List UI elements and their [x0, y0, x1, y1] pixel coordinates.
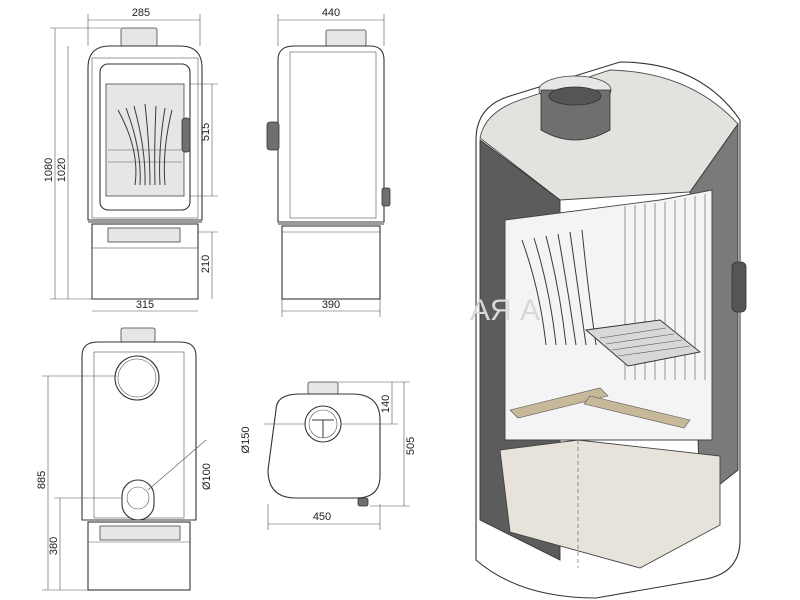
dim-side-top-width: 440 — [322, 7, 340, 19]
dim-plan-depth: 505 — [405, 437, 417, 455]
dim-plan-width: 450 — [313, 511, 331, 523]
dim-side-base-width: 390 — [322, 299, 340, 311]
plan-view: Ø150 140 505 450 — [240, 381, 417, 530]
dim-overall-height: 1080 — [43, 158, 55, 182]
dim-rear-height: 885 — [36, 471, 48, 489]
dim-rear-lower-height: 380 — [48, 537, 60, 555]
dim-front-base-width: 315 — [136, 299, 154, 311]
rear-view: 885 380 Ø100 — [36, 327, 213, 591]
dim-plan-offset: 140 — [380, 395, 392, 413]
watermark: АЯ А — [470, 294, 540, 327]
side-view: 440 390 — [266, 7, 391, 317]
front-view: 285 1080 1020 515 210 315 — [43, 7, 218, 312]
door-handle — [731, 261, 747, 313]
dim-front-top-width: 285 — [132, 7, 150, 19]
dim-rear-lower-outlet: Ø100 — [201, 463, 213, 490]
dim-base-height: 210 — [200, 255, 212, 273]
dim-rear-top-outlet: Ø150 — [240, 427, 252, 454]
dim-body-height: 1020 — [56, 158, 68, 182]
cutaway-isometric-view: АЯ А — [470, 61, 747, 599]
dim-door-height: 515 — [200, 123, 212, 141]
rear-top-outlet — [114, 355, 160, 401]
